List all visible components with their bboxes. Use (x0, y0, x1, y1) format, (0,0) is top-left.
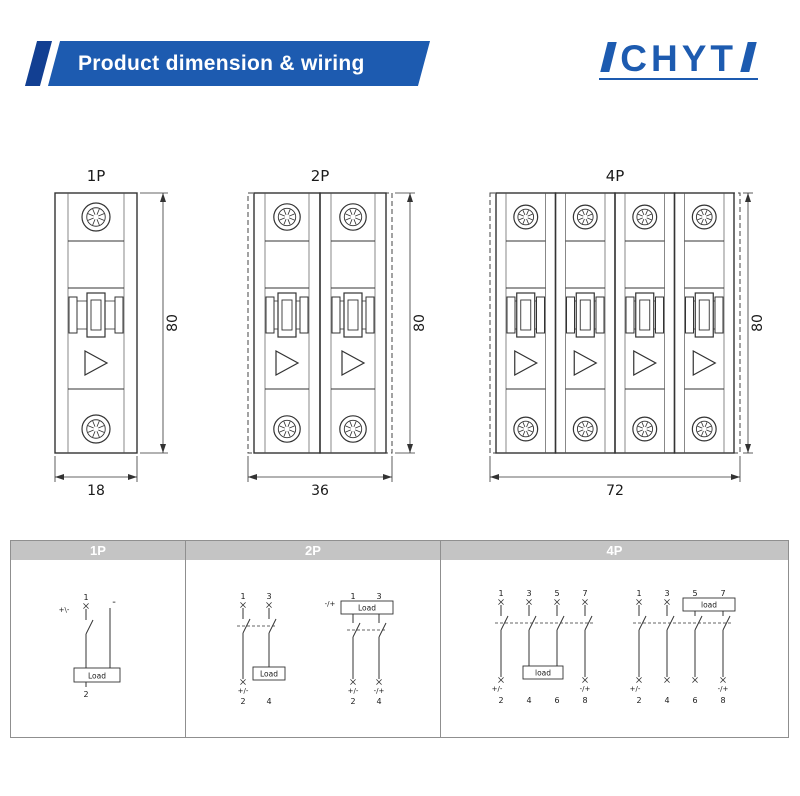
svg-text:7: 7 (720, 589, 725, 598)
svg-text:3: 3 (664, 589, 669, 598)
svg-text:4: 4 (376, 697, 381, 706)
breaker-drawing-4p: 4P 80 72 (489, 167, 766, 499)
wiring-header-4p: 4P (441, 541, 788, 560)
breaker-drawing-1p: 1P 80 18 (54, 167, 181, 499)
logo-mark-right (740, 42, 757, 72)
svg-text:Load: Load (88, 671, 106, 680)
svg-text:Load: Load (358, 603, 376, 612)
svg-text:80: 80 (750, 314, 766, 332)
svg-text:4: 4 (266, 697, 271, 706)
svg-text:+/-: +/- (491, 685, 502, 693)
svg-text:3: 3 (266, 592, 271, 601)
svg-text:+/-: +/- (629, 685, 640, 693)
schematic-2p-load-bottom: 1 3 +/- 2 Load 4 (236, 592, 285, 706)
wiring-header-1p: 1P (11, 541, 186, 560)
svg-text:80: 80 (412, 314, 428, 332)
schematic-1p: +\- 1 - Load 2 (59, 593, 121, 699)
schematic-4p-load-top: 1 3 5 7 load +/- -/+ 2 4 6 8 (629, 589, 735, 705)
svg-text:+/-: +/- (237, 687, 248, 695)
svg-text:-: - (112, 597, 116, 608)
svg-text:8: 8 (582, 696, 587, 705)
svg-text:1: 1 (240, 592, 245, 601)
svg-text:4: 4 (664, 696, 669, 705)
svg-text:6: 6 (554, 696, 559, 705)
svg-text:5: 5 (554, 589, 559, 598)
svg-text:-/+: -/+ (373, 687, 384, 695)
svg-text:-/+: -/+ (324, 600, 335, 608)
wiring-cell-1p: +\- 1 - Load 2 (11, 560, 186, 737)
svg-text:1: 1 (83, 593, 88, 602)
svg-text:2: 2 (350, 697, 355, 706)
svg-text:1: 1 (636, 589, 641, 598)
dimension-drawing-1p: 1P 80 18 (40, 165, 195, 503)
schematic-4p-load-bottom: 1 3 5 7 load +/- -/+ 2 4 6 8 (491, 589, 593, 705)
svg-text:3: 3 (376, 592, 381, 601)
svg-text:4: 4 (526, 696, 531, 705)
svg-text:2P: 2P (311, 167, 330, 185)
svg-text:2: 2 (498, 696, 503, 705)
svg-text:-/+: -/+ (717, 685, 728, 693)
title-banner: Product dimension & wiring (47, 41, 431, 86)
breaker-drawing-2p: 2P 80 36 (247, 167, 428, 499)
svg-text:+/-: +/- (347, 687, 358, 695)
wiring-cell-4p: 1 3 5 7 load +/- -/+ 2 4 6 8 1 3 5 7 load +/- -/+ 2 4 6 8 (441, 560, 788, 737)
svg-text:8: 8 (720, 696, 725, 705)
svg-text:load: load (700, 601, 716, 610)
svg-text:-/+: -/+ (579, 685, 590, 693)
svg-text:80: 80 (165, 314, 181, 332)
svg-text:+\-: +\- (59, 606, 70, 614)
wiring-table-header-row: 1P 2P 4P (11, 541, 788, 560)
dimension-drawing-4p: 4P 80 72 (485, 165, 777, 503)
svg-text:2: 2 (636, 696, 641, 705)
svg-text:6: 6 (692, 696, 697, 705)
svg-text:1: 1 (350, 592, 355, 601)
svg-text:36: 36 (311, 483, 329, 499)
svg-text:4P: 4P (606, 167, 625, 185)
svg-text:1P: 1P (87, 167, 106, 185)
brand-logo: CHYT (599, 37, 758, 80)
title-accent-stripe (24, 41, 53, 86)
svg-text:Load: Load (260, 669, 278, 678)
page-title: Product dimension & wiring (78, 52, 365, 75)
svg-text:7: 7 (582, 589, 587, 598)
svg-text:3: 3 (526, 589, 531, 598)
svg-text:1: 1 (498, 589, 503, 598)
logo-text: CHYT (620, 37, 737, 79)
svg-text:18: 18 (87, 483, 105, 499)
svg-text:2: 2 (83, 690, 88, 699)
wiring-header-2p: 2P (186, 541, 441, 560)
svg-text:72: 72 (606, 483, 624, 499)
svg-text:5: 5 (692, 589, 697, 598)
logo-mark-left (600, 42, 618, 72)
dimension-drawing-2p: 2P 80 36 (240, 165, 440, 503)
svg-text:load: load (534, 669, 550, 678)
svg-text:2: 2 (240, 697, 245, 706)
